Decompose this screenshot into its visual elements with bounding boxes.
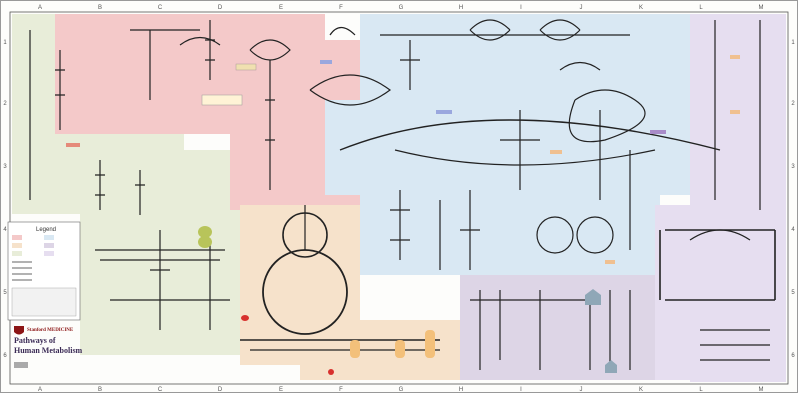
col-label: C xyxy=(158,5,163,11)
col-label: M xyxy=(759,5,764,11)
region-amino-acid-left xyxy=(80,215,250,355)
col-label: H xyxy=(459,387,463,393)
region-carbohydrate xyxy=(55,14,325,134)
col-label: F xyxy=(339,5,343,11)
col-label: F xyxy=(339,387,343,393)
region-cofactor-2 xyxy=(655,205,715,380)
col-label: D xyxy=(218,5,223,11)
col-label: J xyxy=(580,387,583,393)
col-label: A xyxy=(38,387,42,393)
green-node-icon xyxy=(198,236,212,248)
col-label: K xyxy=(639,387,643,393)
col-label: M xyxy=(759,387,764,393)
col-label: G xyxy=(399,387,404,393)
col-label: E xyxy=(279,387,283,393)
col-label: B xyxy=(98,387,102,393)
col-label: A xyxy=(38,5,42,11)
col-label: D xyxy=(218,387,223,393)
red-node-icon xyxy=(241,315,249,321)
col-label: G xyxy=(399,5,404,11)
poster-title-line2: Human Metabolism xyxy=(14,346,83,355)
col-label: J xyxy=(580,5,583,11)
red-node-icon xyxy=(328,369,334,375)
col-label: E xyxy=(279,5,283,11)
license-badge-icon xyxy=(14,362,28,368)
legend-title: Legend xyxy=(36,227,56,233)
col-label: B xyxy=(98,5,102,11)
col-label: K xyxy=(639,5,643,11)
stanford-logo-icon xyxy=(14,326,24,335)
col-label: H xyxy=(459,5,463,11)
poster-title-line1: Pathways of xyxy=(14,336,56,345)
col-label: C xyxy=(158,387,163,393)
legend-panel: Legend xyxy=(8,222,80,320)
region-lipid-2 xyxy=(325,100,690,195)
region-amino-acid-lower xyxy=(80,150,240,220)
stanford-medicine-logo: Stanford MEDICINE xyxy=(27,328,74,333)
